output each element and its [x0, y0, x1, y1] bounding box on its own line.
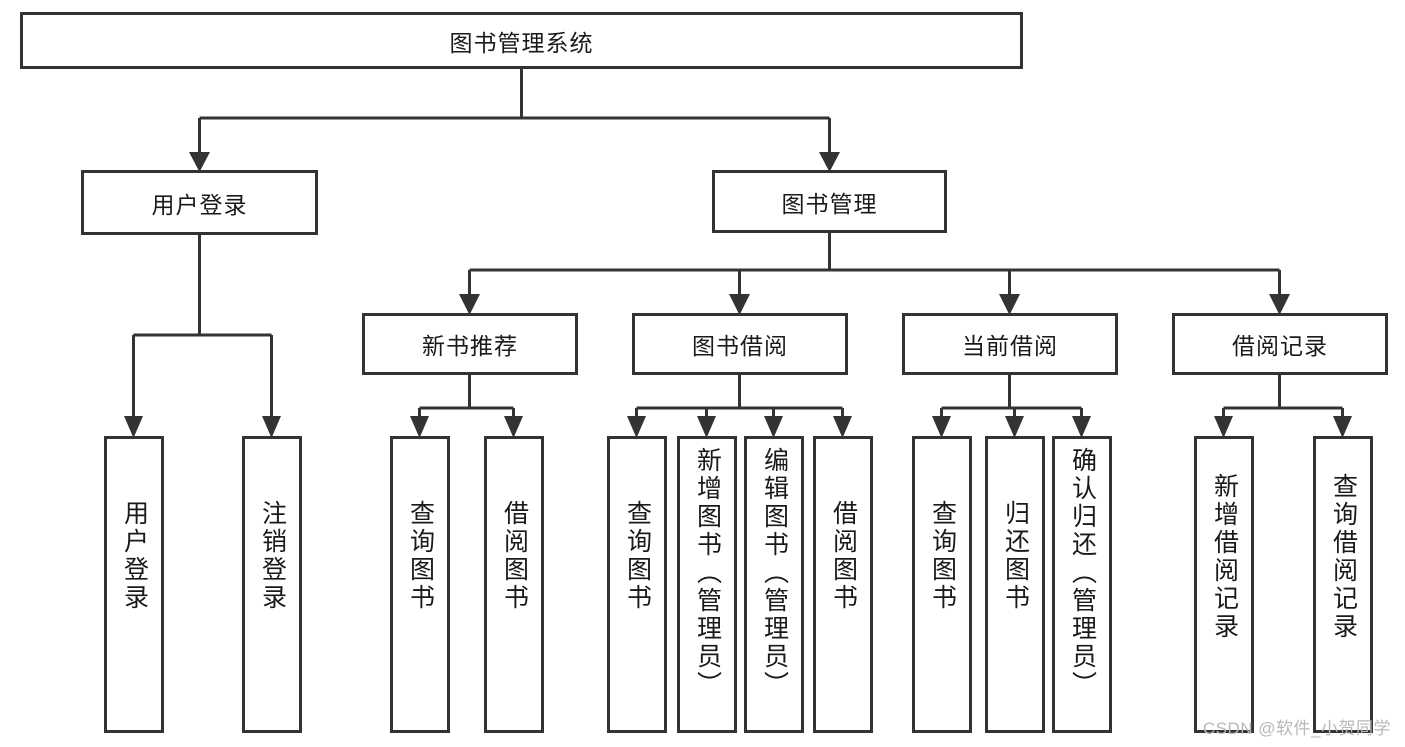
arrow-to-leaf-user-login	[124, 416, 143, 438]
arrow-to-leaf-borrow-book	[833, 416, 852, 438]
arrow-to-leaf-add-book	[697, 416, 716, 438]
arrow-to-leaf-return-book	[1005, 416, 1024, 438]
arrow-to-leaf-query-book-recommend	[410, 416, 429, 438]
node-box-leaf-user-login[interactable]	[104, 436, 164, 733]
arrowhead-layer	[124, 152, 1352, 438]
node-box-leaf-confirm-return[interactable]	[1052, 436, 1112, 733]
node-box-leaf-query-book-current[interactable]	[912, 436, 972, 733]
node-box-leaf-borrow-book-recommend[interactable]	[484, 436, 544, 733]
arrow-to-leaf-query-book-current	[932, 416, 951, 438]
arrow-to-book-management	[819, 152, 840, 172]
arrow-to-leaf-query-borrow-record	[1333, 416, 1352, 438]
node-box-leaf-query-borrow-record[interactable]	[1313, 436, 1373, 733]
node-box-current-borrow[interactable]	[902, 313, 1118, 375]
node-box-leaf-add-borrow-record[interactable]	[1194, 436, 1254, 733]
node-box-book-management[interactable]	[712, 170, 947, 233]
node-box-book-borrow[interactable]	[632, 313, 848, 375]
arrow-to-borrow-record	[1269, 294, 1290, 315]
node-box-leaf-add-book[interactable]	[677, 436, 737, 733]
node-box-leaf-return-book[interactable]	[985, 436, 1045, 733]
arrow-to-leaf-edit-book	[764, 416, 783, 438]
arrow-to-leaf-add-borrow-record	[1214, 416, 1233, 438]
node-box-borrow-record[interactable]	[1172, 313, 1388, 375]
arrow-to-user-login	[189, 152, 210, 172]
node-box-leaf-borrow-book[interactable]	[813, 436, 873, 733]
node-box-leaf-query-book-borrow[interactable]	[607, 436, 667, 733]
node-box-leaf-query-book-recommend[interactable]	[390, 436, 450, 733]
arrow-to-new-book-recommend	[459, 294, 480, 315]
node-box-leaf-edit-book[interactable]	[744, 436, 804, 733]
arrow-to-leaf-query-book-borrow	[627, 416, 646, 438]
node-box-user-login[interactable]	[81, 170, 318, 235]
node-box-root[interactable]	[20, 12, 1023, 69]
node-box-new-book-recommend[interactable]	[362, 313, 578, 375]
arrow-to-current-borrow	[999, 294, 1020, 315]
node-box-layer	[20, 12, 1388, 733]
arrow-to-leaf-logout	[262, 416, 281, 438]
arrow-to-leaf-borrow-book-recommend	[504, 416, 523, 438]
arrow-to-book-borrow	[729, 294, 750, 315]
csdn-watermark: CSDN @软件_小贺同学	[1202, 719, 1391, 738]
node-box-leaf-logout[interactable]	[242, 436, 302, 733]
arrow-to-leaf-confirm-return	[1072, 416, 1091, 438]
